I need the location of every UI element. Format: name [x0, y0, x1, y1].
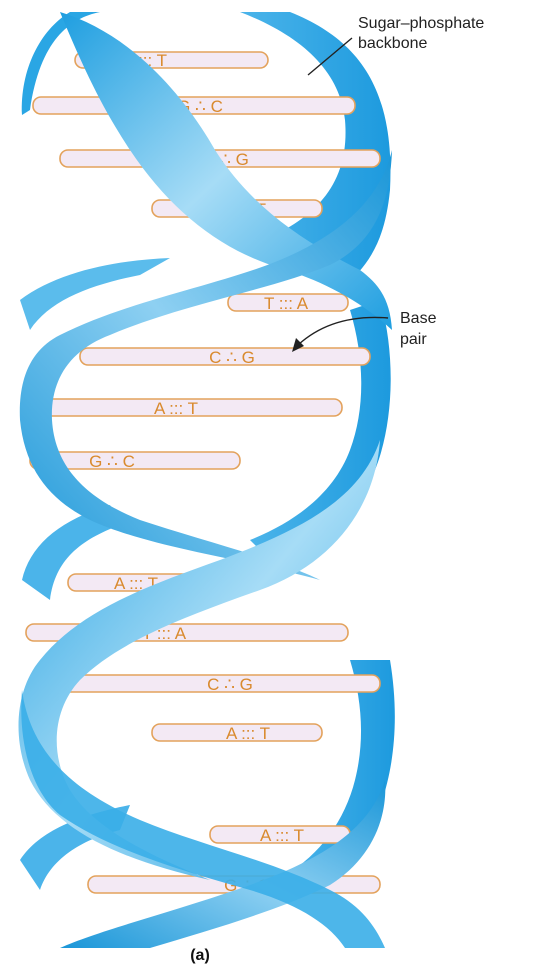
base-pair: G ∴ C — [33, 97, 355, 116]
base-label: Base — [400, 310, 437, 327]
svg-text:T ::: A: T ::: A — [264, 294, 309, 313]
base-pair: C ∴ G — [55, 675, 380, 694]
base-pair: A ::: T — [210, 826, 350, 845]
base-pair: C ∴ G — [80, 348, 370, 367]
sugar-phosphate-label: Sugar–phosphate — [358, 15, 484, 32]
svg-text:G ∴ C: G ∴ C — [89, 452, 135, 471]
figure-caption: (a) — [190, 947, 210, 964]
svg-text:A ::: T: A ::: T — [226, 724, 270, 743]
svg-text:C ∴ G: C ∴ G — [207, 675, 253, 694]
svg-text:C ∴ G: C ∴ G — [209, 348, 255, 367]
backbone-label: backbone — [358, 35, 427, 52]
base-pair: A ::: T — [152, 724, 322, 743]
base-pair: T ::: A — [228, 294, 348, 313]
svg-text:A ::: T: A ::: T — [260, 826, 304, 845]
svg-text:A ::: T: A ::: T — [154, 399, 198, 418]
base-pair: A ::: T — [36, 399, 342, 418]
pair-label: pair — [400, 331, 427, 348]
